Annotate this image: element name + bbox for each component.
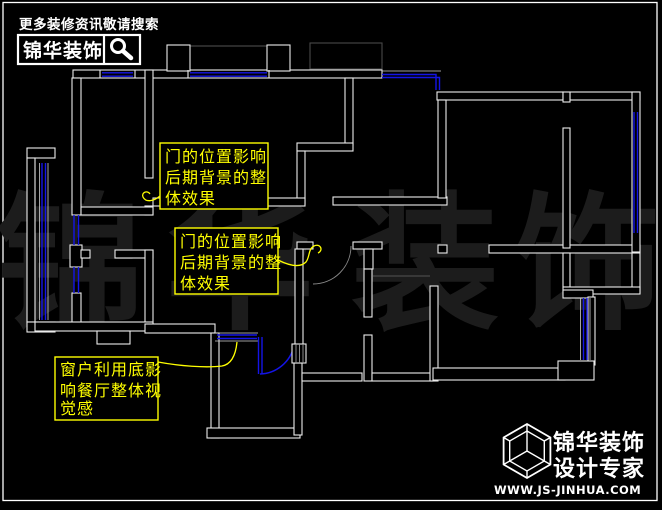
annotation-box-3: 窗户利用底影 响餐厅整体视 觉感	[54, 341, 238, 421]
annotation-text: 体效果	[165, 189, 216, 208]
leader-line	[277, 244, 322, 267]
tagline-text: 更多装修资讯敬请搜索	[19, 16, 159, 33]
window-bay-left	[39, 163, 49, 320]
door-jamb	[291, 343, 307, 364]
top-bay-outline	[309, 42, 383, 70]
annotation-text: 窗户利用底影	[60, 360, 162, 379]
pillar	[166, 44, 191, 72]
annotation-text: 觉感	[60, 399, 94, 418]
footer-website: WWW.JS-JINHUA.COM	[494, 483, 641, 497]
window-top-3	[382, 70, 441, 90]
window-top-2	[190, 72, 267, 77]
window-top-1	[102, 72, 133, 77]
window-balcony	[215, 332, 258, 342]
leader-line	[157, 341, 238, 368]
window-right-room	[633, 112, 639, 233]
annotation-text: 门的位置影响	[180, 232, 282, 251]
search-icon	[110, 38, 134, 61]
brand-logo-box	[16, 33, 142, 66]
annotation-box-2: 门的位置影响 后期背景的整 体效果	[174, 227, 322, 295]
window-living-nook	[580, 298, 591, 360]
window-hall-left	[73, 215, 80, 293]
page-border	[2, 1, 658, 502]
pillar	[266, 44, 291, 72]
footer-brand-line2: 设计专家	[553, 456, 645, 482]
annotation-box-1: 门的位置影响 后期背景的整 体效果	[142, 142, 269, 210]
hall-door-arc	[312, 245, 352, 285]
annotation-text: 后期背景的整	[180, 253, 282, 272]
annotation-text: 响餐厅整体视	[60, 381, 162, 400]
footer-brand-line1: 锦华装饰	[553, 430, 645, 456]
annotation-text: 体效果	[180, 274, 231, 293]
windows	[39, 70, 639, 360]
cube-logo-icon	[502, 422, 552, 480]
watermark-char: 装	[351, 177, 499, 351]
header-branding: 更多装修资讯敬请搜索 锦华装饰	[16, 16, 159, 66]
footer-branding: 锦华装饰 设计专家 WWW.JS-JINHUA.COM	[494, 422, 645, 497]
brand-name: 锦华装饰	[23, 39, 103, 62]
doors	[257, 245, 352, 375]
leader-line	[142, 191, 161, 202]
annotation-text: 门的位置影响	[165, 147, 267, 166]
annotation-text: 后期背景的整	[165, 168, 267, 187]
pillar	[96, 330, 131, 345]
